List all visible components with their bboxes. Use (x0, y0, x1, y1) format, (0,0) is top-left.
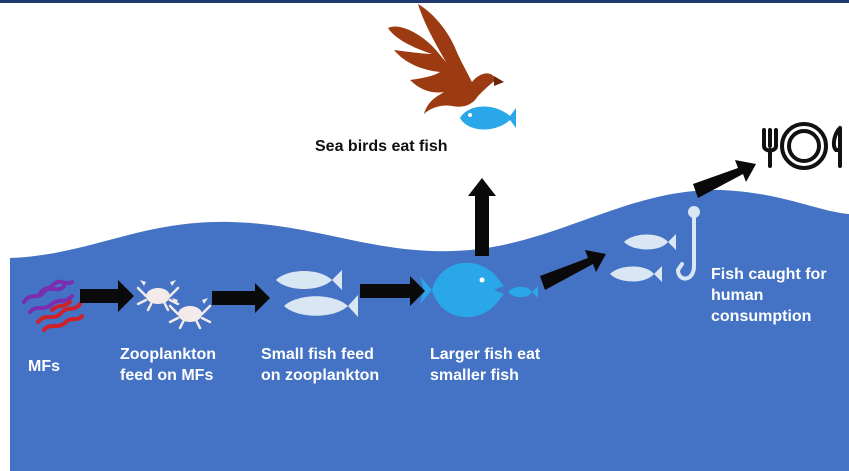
sea-water (10, 190, 849, 471)
label-sea-birds: Sea birds eat fish (315, 136, 448, 157)
label-fish-caught: Fish caught for human consumption (711, 264, 827, 327)
arrow-larger-fish-to-sea-birds (468, 178, 496, 256)
label-larger-fish: Larger fish eat smaller fish (430, 344, 540, 386)
plate-icon (782, 124, 826, 168)
fish-icon (460, 106, 516, 129)
knife-icon (834, 128, 840, 166)
fork-icon (764, 130, 776, 166)
bird-icon (388, 4, 504, 114)
label-mfs: MFs (28, 356, 60, 377)
label-small-fish: Small fish feed on zooplankton (261, 344, 379, 386)
label-zooplankton: Zooplankton feed on MFs (120, 344, 216, 386)
